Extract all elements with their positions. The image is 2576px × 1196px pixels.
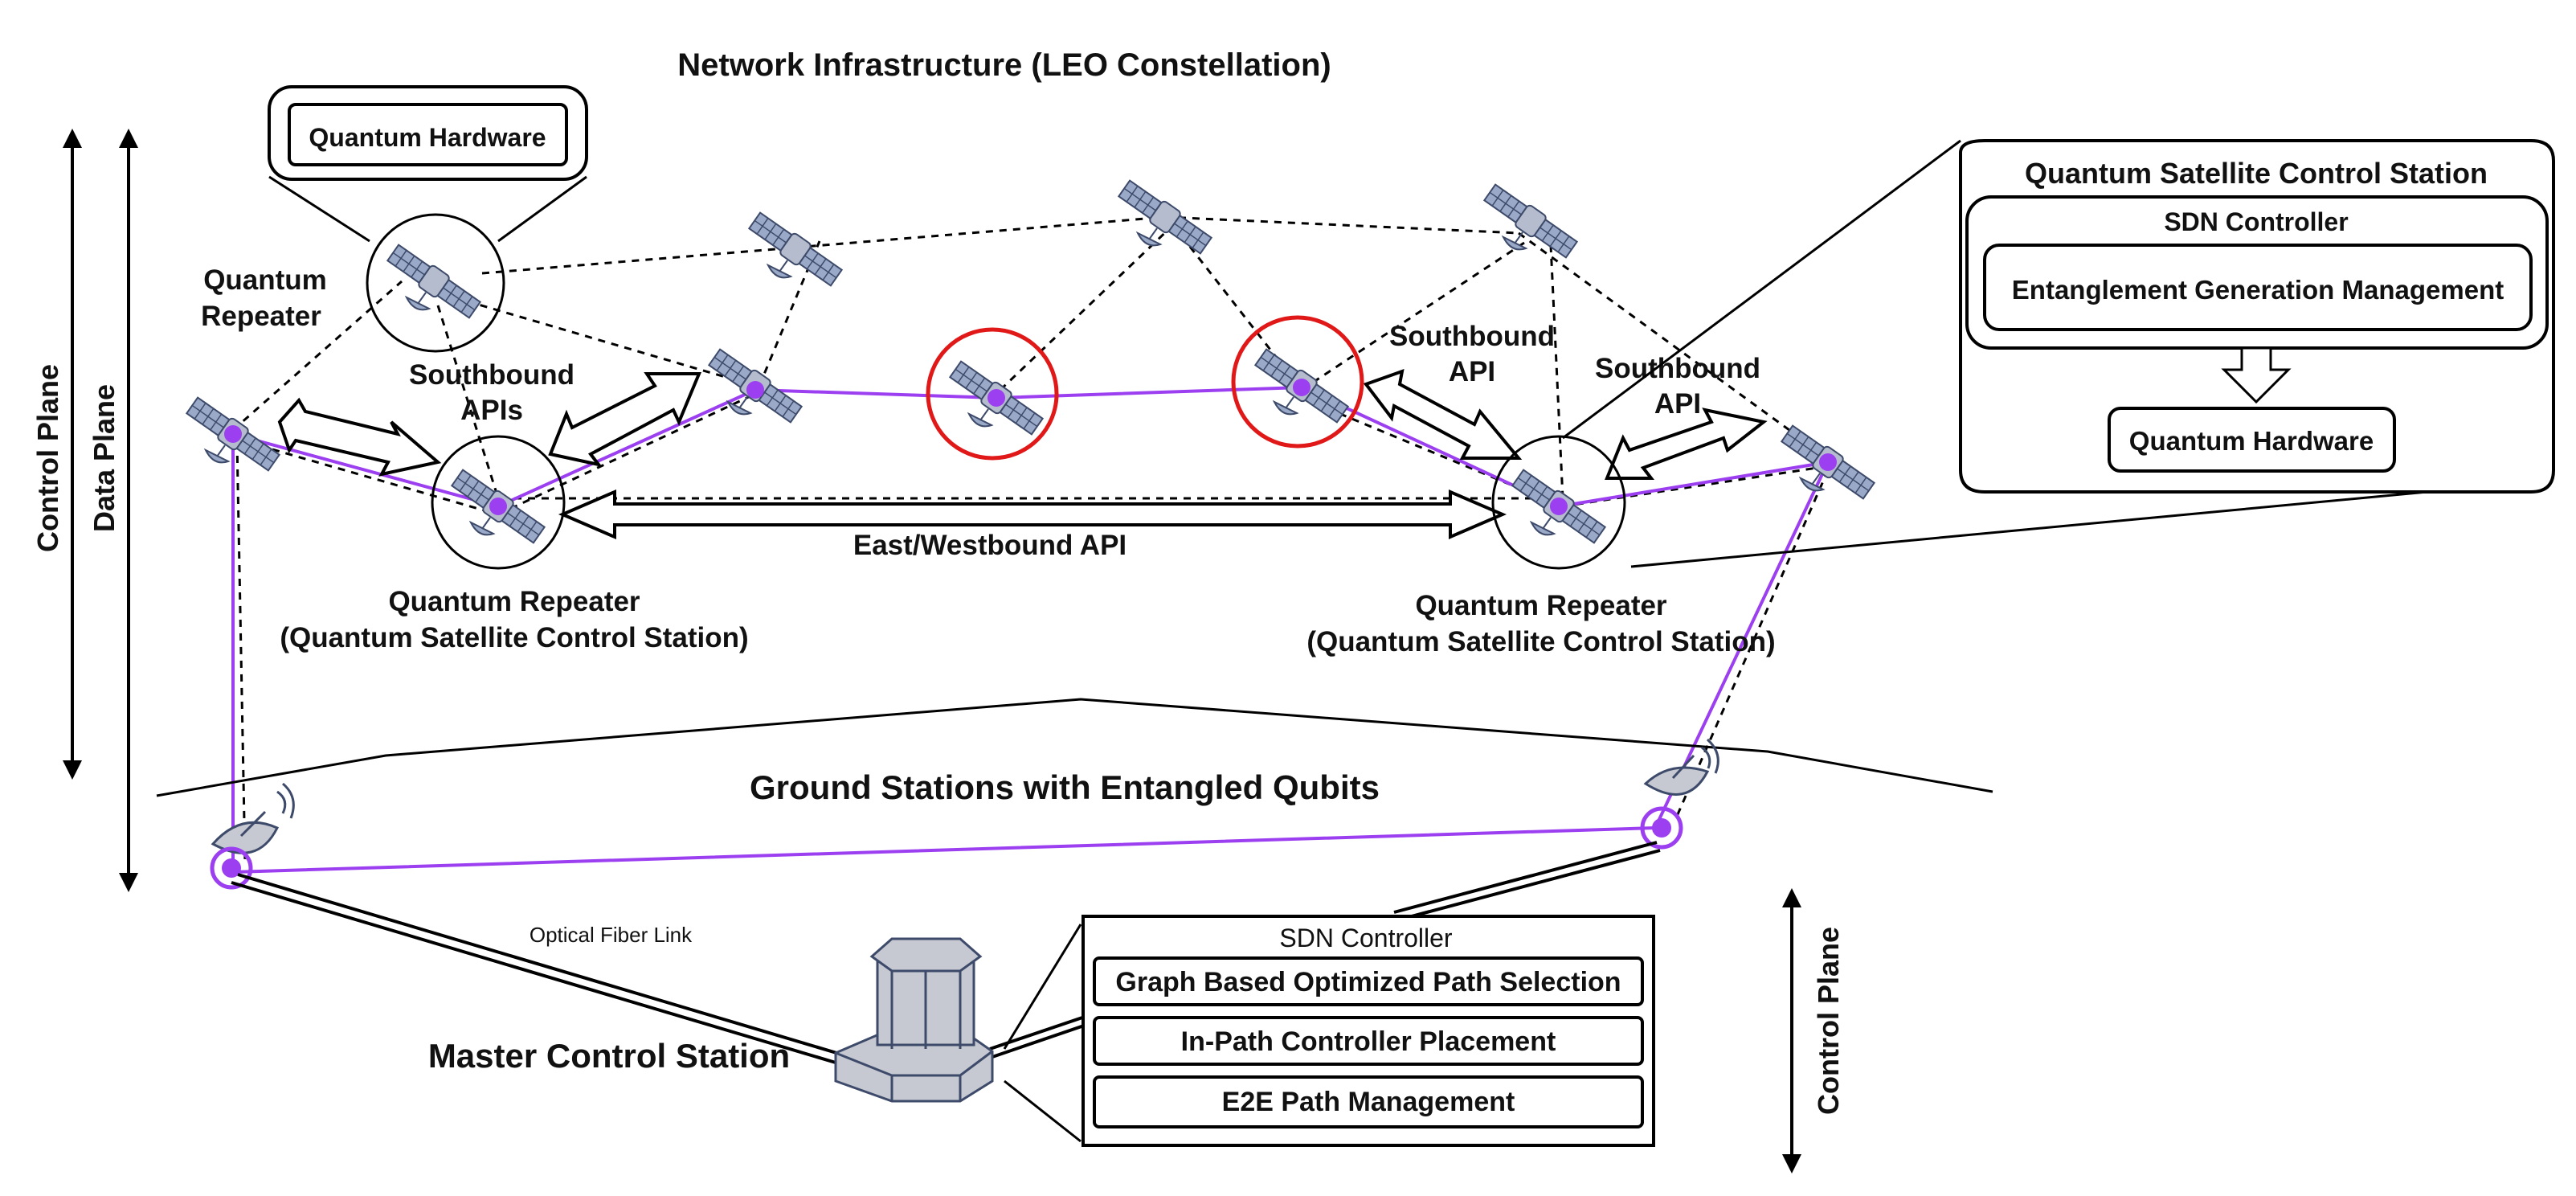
- highlight-ring-1: [926, 327, 1059, 461]
- ground-horizon: [156, 698, 1993, 797]
- east-west-api-label: East/Westbound API: [853, 530, 1126, 561]
- southbound-apis-label-2: APIs: [460, 395, 523, 426]
- quantum-hardware-callout-label: Quantum Hardware: [309, 123, 546, 152]
- ground-station-left-icon: [210, 782, 295, 890]
- qscs-hardware-label: Quantum Hardware: [2129, 426, 2374, 456]
- diagram-title: Network Infrastructure (LEO Constellatio…: [677, 47, 1331, 83]
- master-sdn-panel: SDN Controller Graph Based Optimized Pat…: [1082, 915, 1655, 1147]
- data-plane-arrow: [119, 129, 138, 892]
- quantum-hardware-callout: Quantum Hardware: [268, 85, 588, 243]
- qscs-down-arrow-icon: [2221, 346, 2292, 404]
- southbound-apis-label-1: Southbound: [409, 359, 574, 391]
- southbound-api-mid-label-1: Southbound: [1389, 321, 1555, 352]
- right-repeater-label-2: (Quantum Satellite Control Station): [1306, 626, 1775, 657]
- qscs-entanglement-label: Entanglement Generation Management: [2012, 275, 2504, 305]
- satellite-sat-top3: [1116, 177, 1214, 257]
- left-repeater-label-2: (Quantum Satellite Control Station): [280, 622, 748, 653]
- southbound-api-mid-label-2: API: [1449, 356, 1495, 387]
- southbound-api-arrows: [277, 368, 1768, 540]
- quantum-repeater-label-2: Repeater: [201, 301, 321, 332]
- repeater-circle-top: [366, 213, 505, 353]
- control-plane-right-arrow: [1782, 888, 1801, 1173]
- right-repeater-label-1: Quantum Repeater: [1415, 590, 1666, 621]
- master-row-path-selection: Graph Based Optimized Path Selection: [1115, 967, 1621, 997]
- southbound-api-right-label-2: API: [1654, 388, 1701, 420]
- qscs-title: Quantum Satellite Control Station: [2025, 157, 2488, 190]
- left-repeater-label-1: Quantum Repeater: [388, 586, 640, 617]
- repeater-circle-left: [431, 435, 566, 570]
- qscs-sdn-controller: SDN Controller: [2164, 207, 2348, 236]
- optical-fiber-label: Optical Fiber Link: [530, 923, 693, 947]
- qscs-panel: Quantum Satellite Control Station SDN Co…: [1562, 139, 2555, 568]
- master-row-e2e-path: E2E Path Management: [1222, 1087, 1515, 1117]
- control-plane-right-label: Control Plane: [1812, 927, 1845, 1115]
- master-row-controller-placement: In-Path Controller Placement: [1181, 1026, 1556, 1057]
- control-plane-left-arrow: [63, 129, 82, 780]
- data-plane-label: Data Plane: [88, 384, 121, 532]
- master-control-tower-icon: [834, 937, 994, 1103]
- control-plane-left-label: Control Plane: [31, 364, 64, 552]
- southbound-api-right-label-1: Southbound: [1595, 353, 1760, 384]
- quantum-repeater-label-1: Quantum: [203, 264, 327, 296]
- repeater-circle-right: [1491, 435, 1626, 570]
- dashed-links: [232, 215, 1830, 865]
- optical-fiber-links: [231, 841, 1661, 1067]
- satellite-sat-top4: [1482, 181, 1580, 261]
- ground-stations-label: Ground Stations with Entangled Qubits: [750, 768, 1380, 806]
- master-sdn-controller-label: SDN Controller: [1279, 924, 1453, 952]
- satellite-sat-top2: [746, 209, 844, 289]
- path-nodes: [224, 379, 1837, 515]
- ground-station-right-icon: [1640, 738, 1719, 850]
- highlight-ring-2: [1231, 315, 1364, 448]
- master-control-label: Master Control Station: [428, 1037, 790, 1075]
